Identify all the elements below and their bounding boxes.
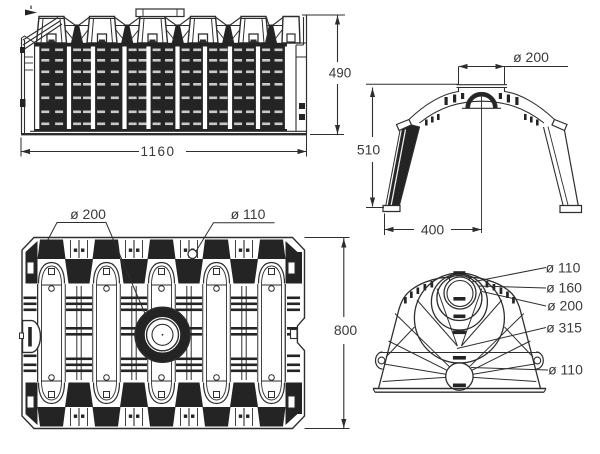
svg-text:400: 400 — [421, 222, 445, 238]
svg-text:ø 200: ø 200 — [513, 49, 549, 65]
svg-text:800: 800 — [334, 322, 358, 338]
svg-text:ø 110: ø 110 — [546, 260, 581, 276]
svg-text:ø 200: ø 200 — [547, 298, 583, 314]
svg-text:ø 110: ø 110 — [231, 206, 266, 222]
svg-text:490: 490 — [329, 66, 352, 81]
svg-text:ø 160: ø 160 — [546, 280, 582, 296]
svg-text:510: 510 — [357, 142, 381, 158]
svg-text:ø 315: ø 315 — [546, 320, 582, 336]
svg-text:ø 200: ø 200 — [70, 206, 106, 222]
svg-text:1160: 1160 — [140, 144, 175, 159]
svg-text:ø 110: ø 110 — [548, 362, 583, 378]
